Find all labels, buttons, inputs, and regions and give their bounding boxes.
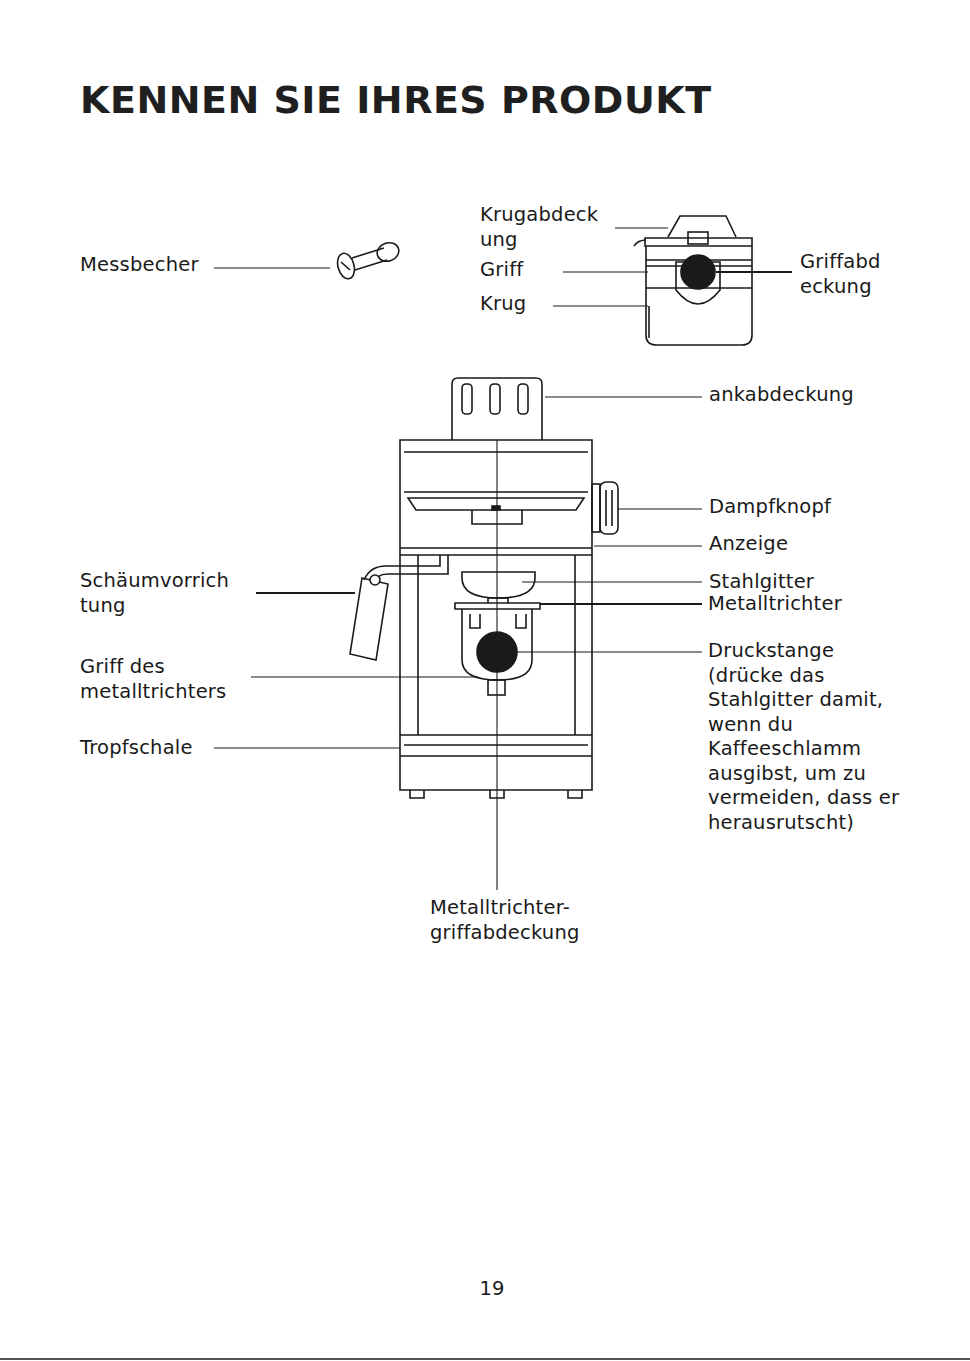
part-label: Metalltrichter — [708, 592, 908, 617]
measuring-spoon — [335, 240, 402, 281]
page-title: KENNEN SIE IHRES PRODUKT — [80, 78, 712, 122]
part-label: ankabdeckung — [709, 383, 909, 408]
leader-lines — [214, 228, 792, 890]
part-label: Metalltrichter- griffabdeckung — [430, 896, 615, 945]
jug — [634, 216, 752, 345]
part-label: Anzeige — [709, 532, 909, 557]
part-label: Schäumvorrich tung — [80, 569, 252, 618]
part-label: Tropfschale — [80, 736, 220, 761]
part-label: Stahlgitter — [709, 570, 909, 595]
part-note: Druckstange (drücke das Stahlgitter dami… — [708, 639, 900, 835]
machine-body — [400, 378, 618, 798]
frother — [350, 555, 448, 660]
part-label: Griff des metalltrichters — [80, 655, 252, 704]
bottom-rule — [0, 1358, 970, 1360]
part-label: Krug — [480, 292, 570, 317]
part-label: Dampfknopf — [709, 495, 909, 520]
part-label: Krugabdeck ung — [480, 203, 620, 252]
page-number: 19 — [472, 1277, 512, 1302]
part-label: Griff — [480, 258, 570, 283]
part-label: Griffabd eckung — [800, 250, 900, 299]
part-label: Messbecher — [80, 253, 220, 278]
